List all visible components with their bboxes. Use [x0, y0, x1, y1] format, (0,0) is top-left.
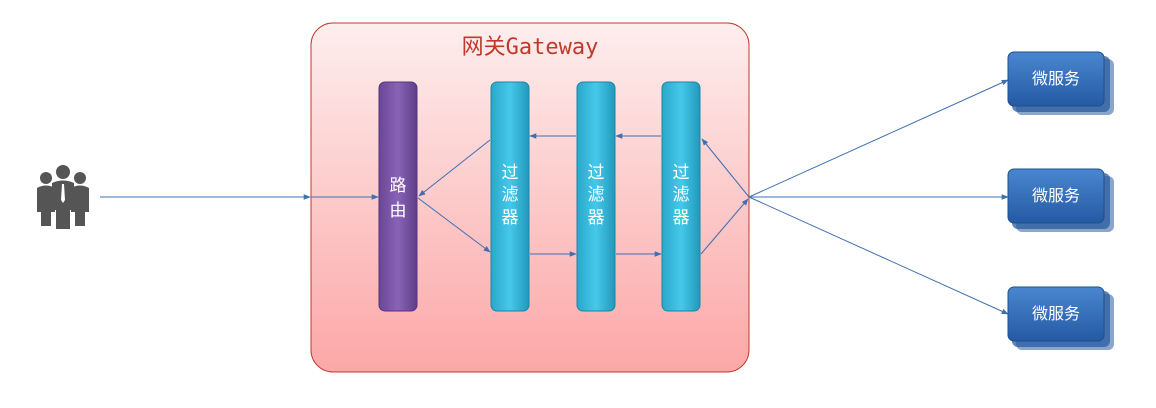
filter-char: 滤 — [588, 185, 605, 205]
filter-bar: 过 滤 器 — [576, 81, 616, 312]
arrow-filter3-to-hub — [700, 198, 749, 255]
arrow-router-to-filter1 — [417, 197, 491, 253]
gateway-box: 网关Gateway — [310, 22, 750, 373]
users-group-icon — [37, 165, 89, 229]
microservice-box: 微服务 — [1007, 286, 1114, 350]
filter-bar: 过 滤 器 — [661, 81, 701, 312]
router-bar: 路 由 — [378, 81, 418, 312]
router-char: 路 — [390, 176, 407, 196]
filter-char: 过 — [588, 163, 605, 183]
filter-char: 过 — [502, 163, 519, 183]
microservice-box: 微服务 — [1007, 51, 1114, 115]
arrow-hub-to-filter3 — [701, 138, 750, 198]
filter-bar: 过 滤 器 — [490, 81, 530, 312]
router-char: 由 — [390, 201, 407, 221]
filter-char: 滤 — [673, 185, 690, 205]
arrow-hub-to-service3 — [748, 196, 1009, 315]
arrow-filter1-to-router — [418, 139, 491, 197]
filter-char: 器 — [502, 208, 519, 228]
flow-arrows — [100, 79, 1009, 315]
microservice-label: 微服务 — [1032, 69, 1080, 88]
gateway-title: 网关Gateway — [462, 35, 599, 60]
microservice-box: 微服务 — [1007, 168, 1114, 232]
microservice-label: 微服务 — [1032, 186, 1080, 205]
filter-char: 器 — [588, 208, 605, 228]
filter-char: 器 — [673, 208, 690, 228]
microservice-label: 微服务 — [1032, 304, 1080, 323]
arrow-hub-to-service1 — [748, 79, 1009, 198]
filter-char: 过 — [673, 163, 690, 183]
filter-char: 滤 — [502, 185, 519, 205]
